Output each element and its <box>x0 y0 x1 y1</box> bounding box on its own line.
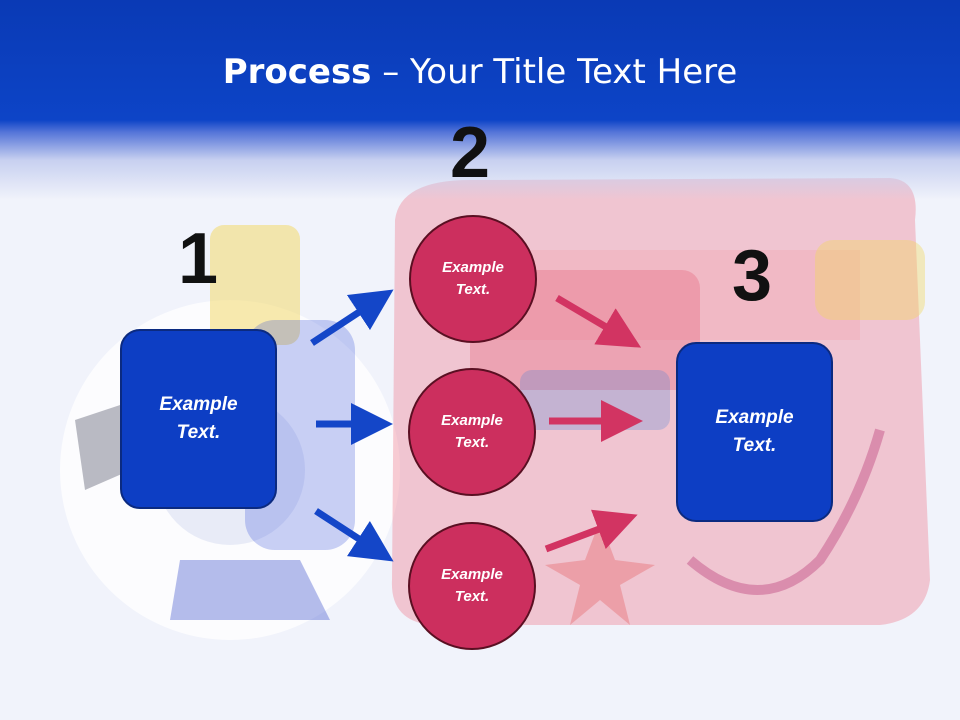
arrow-bottom-to-3 <box>544 509 638 553</box>
circle-top: Example Text. <box>409 215 537 343</box>
circle-middle-line2: Text. <box>454 434 490 451</box>
header-band <box>0 0 960 200</box>
circle-bottom-line2: Text. <box>454 588 490 605</box>
step-1-text-line2: Text. <box>176 422 221 443</box>
step-number-3: 3 <box>732 236 773 316</box>
circle-bottom-line1: Example <box>441 565 503 583</box>
step-number-2: 2 <box>450 113 491 193</box>
circle-top-line1: Example <box>442 258 504 276</box>
slide-title: Process – Your Title Text Here <box>0 52 960 92</box>
title-bold: Process <box>222 52 372 92</box>
step-3-text-line2: Text. <box>732 435 777 456</box>
arrow-top-to-3 <box>555 294 642 348</box>
step-3-box: Example Text. <box>676 342 833 522</box>
arrow-1-to-bottom <box>314 508 394 562</box>
circle-middle-line1: Example <box>441 411 503 429</box>
circle-middle: Example Text. <box>408 368 536 496</box>
circle-bottom: Example Text. <box>408 522 536 650</box>
step-1-box: Example Text. <box>120 329 277 509</box>
title-rest: – Your Title Text Here <box>371 52 738 92</box>
step-1-text-line1: Example <box>159 393 238 415</box>
step-number-1: 1 <box>178 219 219 299</box>
step-3-text-line1: Example <box>715 406 794 428</box>
arrow-1-to-top <box>310 289 394 346</box>
circle-top-line2: Text. <box>455 281 491 298</box>
